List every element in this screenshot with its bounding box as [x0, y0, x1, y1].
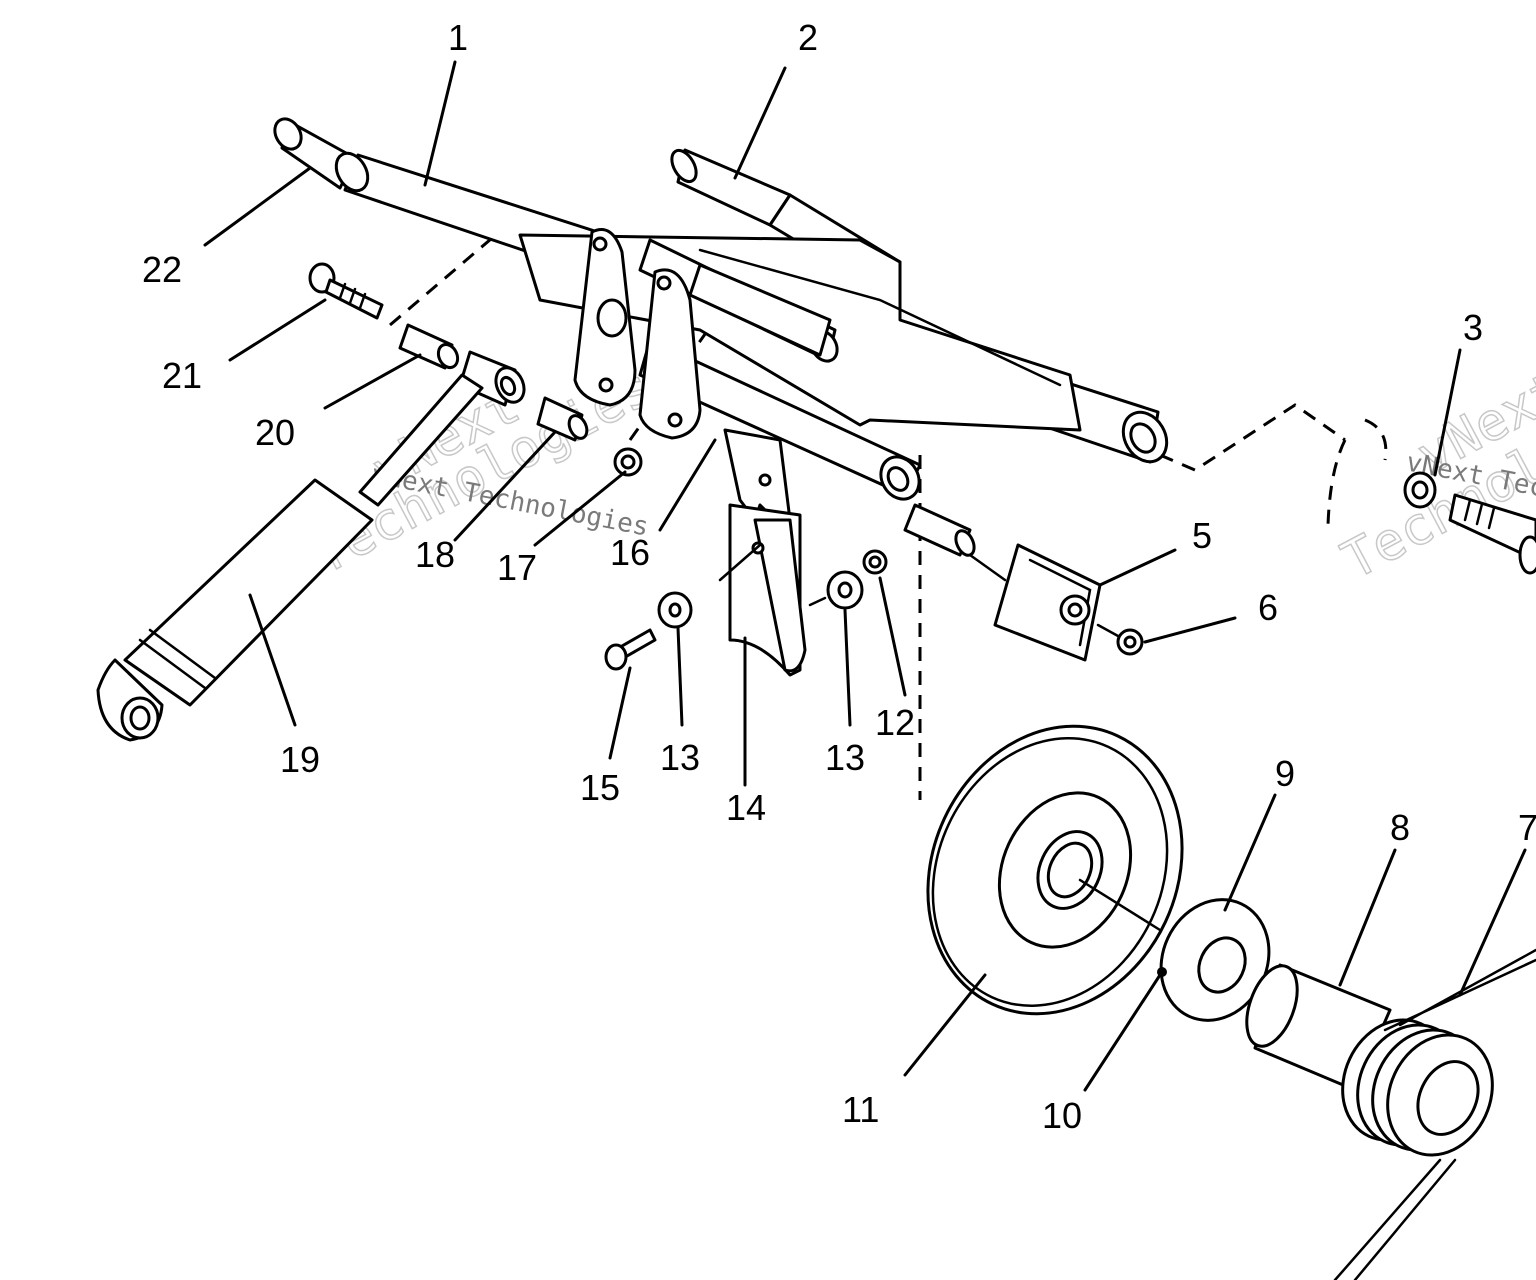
- shock-absorber: [96, 373, 484, 742]
- pivot-pin: [903, 503, 976, 557]
- callout-22: 22: [142, 249, 182, 290]
- nut-6: [1116, 628, 1144, 656]
- leader-lines: [203, 60, 1527, 1092]
- bolt-21: [308, 262, 384, 320]
- callout-17: 17: [497, 547, 537, 588]
- nut-12: [862, 549, 888, 575]
- callout-1: 1: [448, 17, 468, 58]
- callout-14: 14: [726, 787, 766, 828]
- mounting-brackets: [573, 228, 702, 440]
- bolt-3: [1403, 471, 1536, 575]
- bolt-axis-line: [718, 543, 827, 607]
- washer-13-right: [826, 570, 864, 610]
- spacer-20: [398, 323, 460, 370]
- callout-numbers: 1 2 3 5 6 7 8 9 10 11 12 13 13 14 15 16 …: [142, 17, 1536, 1136]
- slide-bracket: [723, 428, 807, 677]
- callout-13-left: 13: [660, 737, 700, 778]
- callout-13-right: 13: [825, 737, 865, 778]
- callout-19: 19: [280, 739, 320, 780]
- callout-15: 15: [580, 767, 620, 808]
- callout-3: 3: [1463, 307, 1483, 348]
- bushing-small: [536, 396, 589, 442]
- idler-wheel: [926, 724, 1184, 1016]
- callout-10: 10: [1042, 1095, 1082, 1136]
- callout-7: 7: [1518, 807, 1536, 848]
- callout-6: 6: [1258, 587, 1278, 628]
- callout-12: 12: [875, 702, 915, 743]
- adjuster-block: [993, 543, 1102, 662]
- callout-21: 21: [162, 355, 202, 396]
- callout-16: 16: [610, 532, 650, 573]
- wheel-spacer: [1157, 898, 1271, 1022]
- callout-11: 11: [842, 1089, 879, 1130]
- washer-13-left: [657, 591, 693, 629]
- torsion-spring: [1333, 948, 1536, 1280]
- callout-2: 2: [798, 17, 818, 58]
- callout-5: 5: [1192, 515, 1212, 556]
- nut-17: [613, 447, 643, 477]
- callout-8: 8: [1390, 807, 1410, 848]
- callout-9: 9: [1275, 753, 1295, 794]
- bushing-18: [458, 350, 526, 407]
- bolt-15: [604, 628, 657, 671]
- pin-axis-line: [968, 553, 1120, 638]
- callout-18: 18: [415, 534, 455, 575]
- callout-20: 20: [255, 412, 295, 453]
